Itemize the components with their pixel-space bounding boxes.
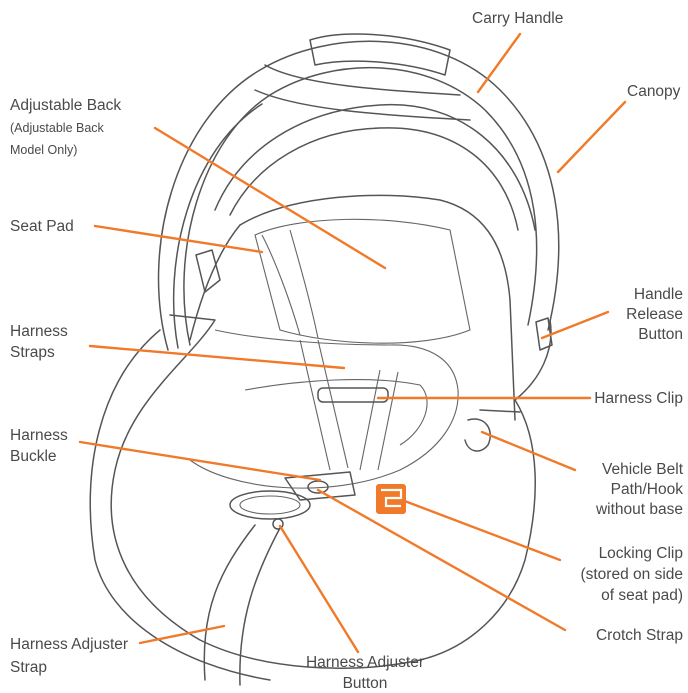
label-handle-release-1: Handle [634, 286, 683, 303]
leader-canopy [558, 102, 625, 172]
leader-lines [80, 34, 625, 652]
label-harness-adjuster-strap-1: Harness Adjuster [10, 636, 128, 653]
leader-vehicle-belt [482, 432, 575, 470]
label-harness-straps-2: Straps [10, 344, 55, 361]
leader-harness-buckle [80, 442, 320, 480]
label-adjustable-back: Adjustable Back [10, 97, 121, 114]
label-vehicle-belt-1: Vehicle Belt [602, 461, 684, 478]
label-handle-release-3: Button [638, 326, 683, 343]
label-locking-clip-3: of seat pad) [601, 587, 683, 604]
label-adjustable-back-note-1: (Adjustable Back [10, 121, 105, 135]
label-vehicle-belt-2: Path/Hook [611, 481, 684, 498]
label-harness-straps-1: Harness [10, 323, 68, 340]
label-locking-clip-1: Locking Clip [599, 545, 683, 562]
label-harness-clip: Harness Clip [594, 390, 683, 407]
label-crotch-strap: Crotch Strap [596, 627, 683, 644]
label-adjustable-back-note-2: Model Only) [10, 143, 77, 157]
label-handle-release-2: Release [626, 306, 683, 323]
label-carry-handle: Carry Handle [472, 10, 563, 27]
labels: Carry Handle Canopy Adjustable Back (Adj… [10, 10, 684, 692]
leader-crotch-strap [318, 490, 565, 630]
label-locking-clip-2: (stored on side [580, 566, 683, 583]
label-harness-adjuster-strap-2: Strap [10, 659, 47, 676]
label-seat-pad: Seat Pad [10, 218, 74, 235]
label-harness-buckle-1: Harness [10, 427, 68, 444]
label-canopy: Canopy [627, 83, 681, 100]
label-harness-adjuster-button-1: Harness Adjuster [306, 654, 424, 671]
leader-carry-handle [478, 34, 520, 92]
leader-harness-adjuster-button [280, 526, 358, 652]
label-harness-buckle-2: Buckle [10, 448, 57, 465]
label-vehicle-belt-3: without base [595, 501, 683, 518]
label-harness-adjuster-button-2: Button [343, 675, 388, 692]
leader-adjustable-back [155, 128, 385, 268]
